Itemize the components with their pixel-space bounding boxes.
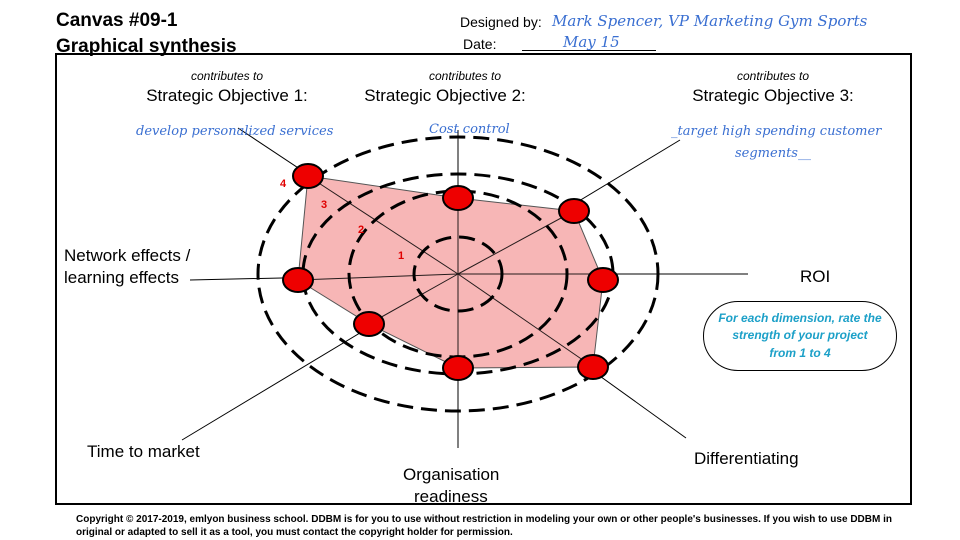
objective-1-contributes: contributes to [190, 69, 264, 83]
objective-3-value-line2: segments__ [735, 146, 811, 161]
axis-overlay-8 [457, 273, 594, 368]
ring-level-4 [256, 135, 660, 413]
objective-3-contributes: contributes to [736, 69, 810, 83]
axis-overlay-3 [297, 273, 459, 281]
rating-hint-text: For each dimension, rate the strength of… [718, 310, 882, 360]
date-value: May 15 [563, 33, 620, 51]
marker-organisation [442, 355, 474, 381]
canvas-subtitle: Graphical synthesis [56, 36, 237, 57]
axis-label-differentiating: Differentiating [694, 449, 799, 468]
marker-objective-1 [292, 163, 324, 189]
objective-3-value-line1: _target high spending customer [671, 124, 882, 139]
objective-2-contributes: contributes to [428, 69, 502, 83]
scale-label-1: 1 [398, 250, 405, 262]
axis-label-network-2: learning effects [64, 268, 179, 287]
canvas-frame [55, 53, 912, 505]
scale-label-2: 2 [358, 224, 365, 236]
rating-markers [282, 163, 619, 381]
objective-3-title: Strategic Objective 3: [692, 86, 854, 105]
axis-label-roi: ROI [800, 267, 831, 286]
axis-label-network-1: Network effects / [64, 246, 191, 265]
objective-1-value: develop personalized services [136, 124, 334, 139]
axis-overlay-7 [368, 273, 459, 325]
axis-label-organisation-2: readiness [414, 487, 488, 506]
copyright-notice: Copyright © 2017-2019, emlyon business s… [76, 514, 892, 538]
marker-cost-control [442, 185, 474, 211]
axis-overlay-5 [307, 175, 459, 275]
objective-2-value: Cost control [429, 122, 510, 137]
scale-label-3: 3 [321, 199, 328, 211]
axis-lines-overlay [297, 175, 603, 368]
objective-2-title: Strategic Objective 2: [364, 86, 526, 105]
rating-hint: For each dimension, rate the strength of… [703, 301, 897, 371]
designed-by-label: Designed by: [460, 14, 542, 30]
marker-roi [587, 267, 619, 293]
date-label: Date: [463, 36, 497, 52]
marker-network [282, 267, 314, 293]
scale-label-4: 4 [280, 178, 287, 190]
axis-label-organisation-1: Organisation [403, 465, 500, 484]
canvas-title: Canvas #09-1 [56, 10, 178, 31]
axis-overlay-6 [457, 210, 575, 275]
axis-label-time-to-market: Time to market [87, 442, 200, 461]
marker-time-to-market [353, 311, 385, 337]
marker-differentiating [577, 354, 609, 380]
objective-1-title: Strategic Objective 1: [146, 86, 308, 105]
ring-level-1 [412, 235, 504, 313]
date-underline [522, 50, 656, 51]
designed-by-value: Mark Spencer, VP Marketing Gym Sports [552, 12, 868, 30]
marker-objective-3 [558, 198, 590, 224]
